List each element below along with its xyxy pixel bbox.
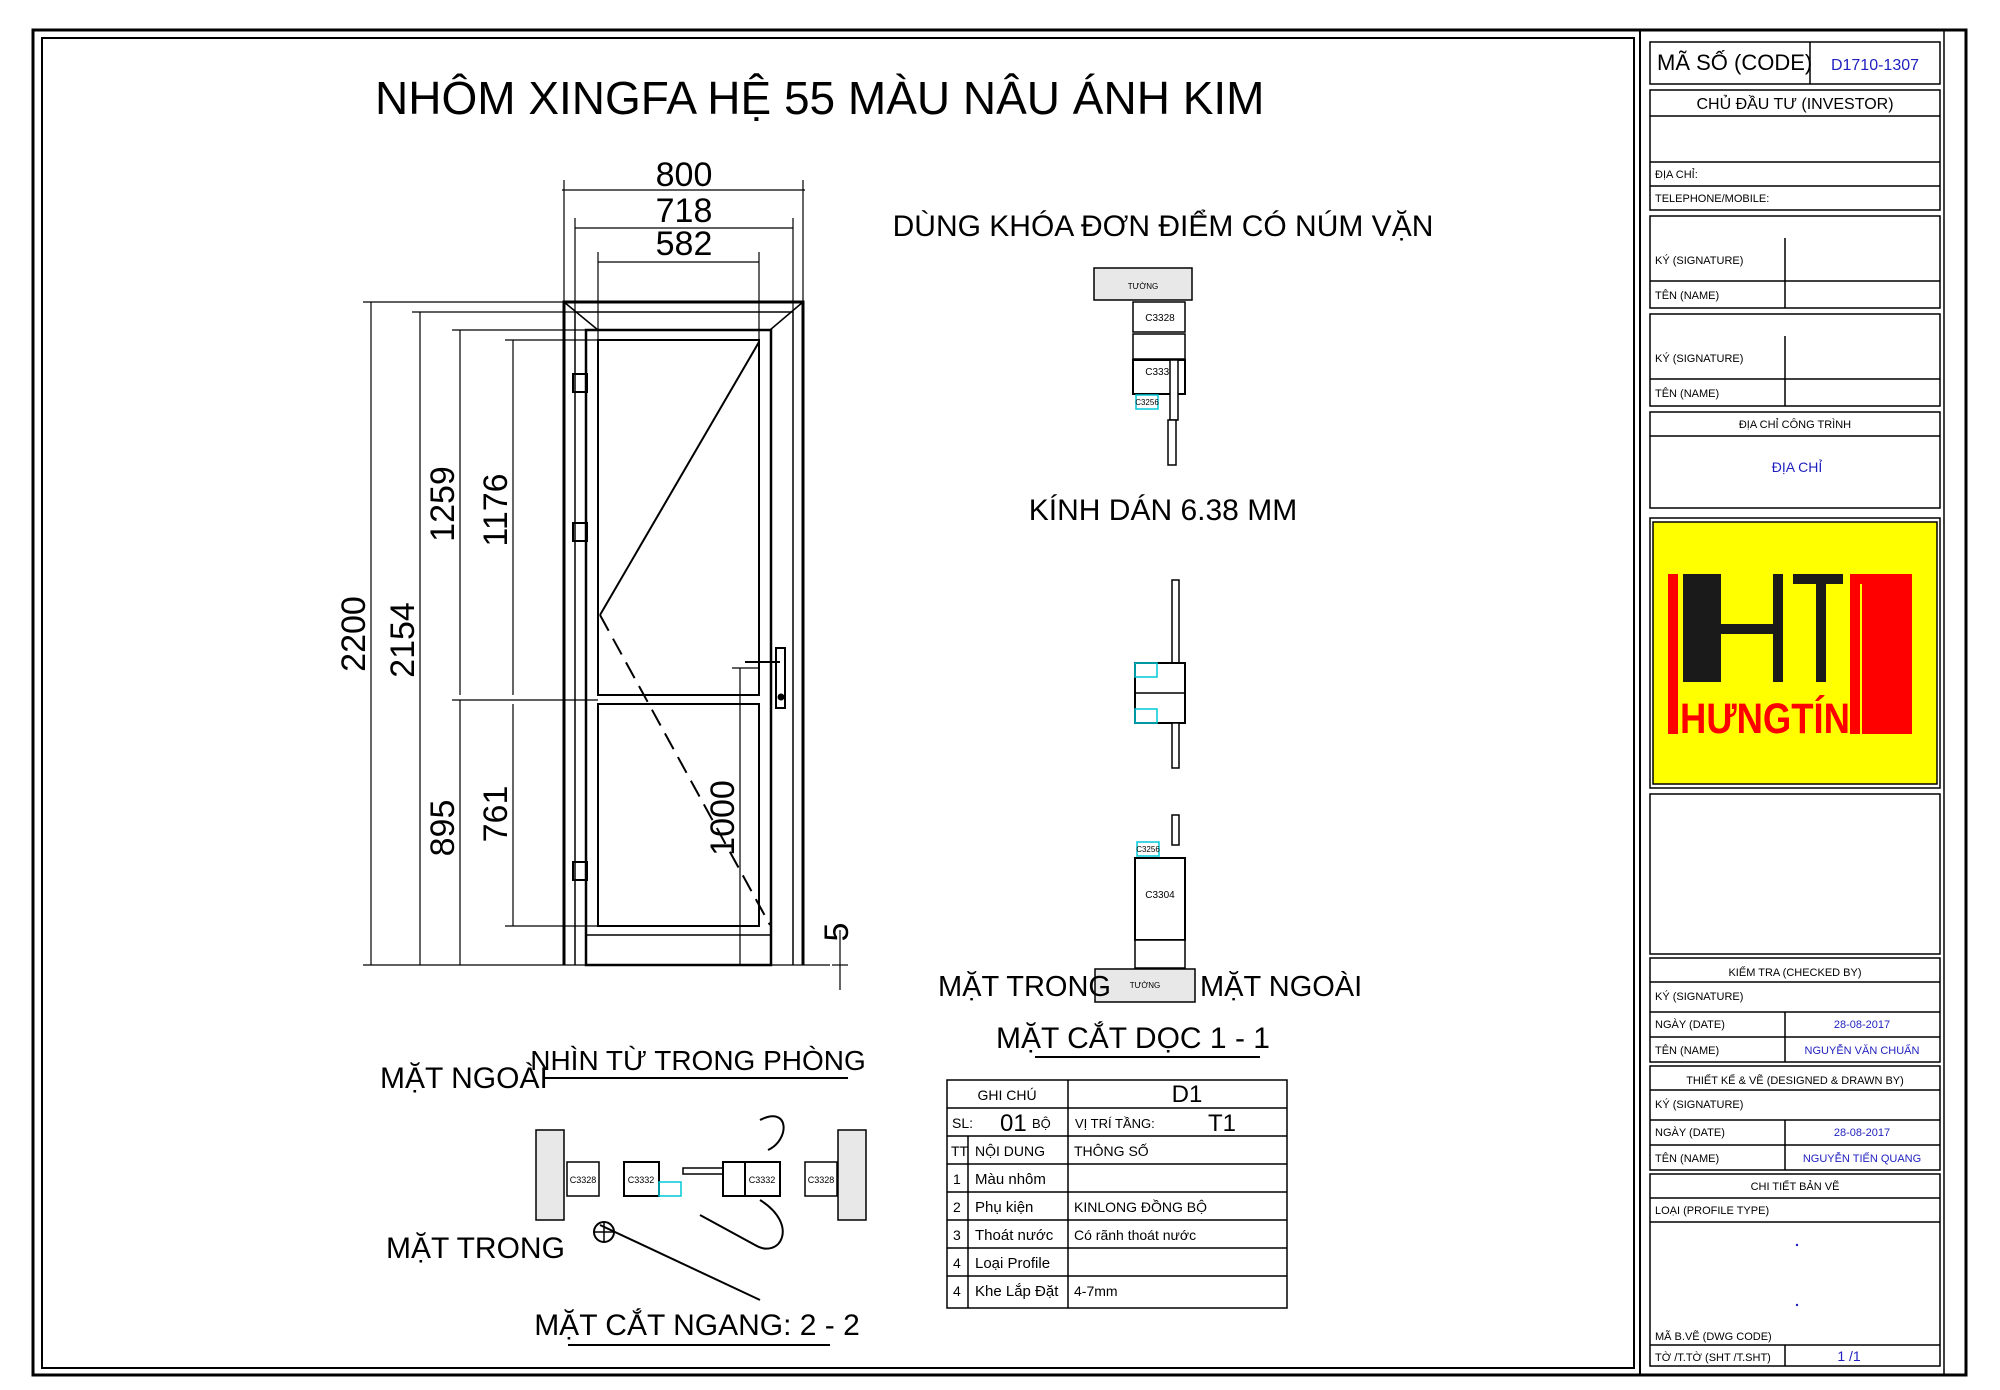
- view-from-label: NHÌN TỪ TRONG PHÒNG: [530, 1045, 866, 1076]
- inside-label-left: MẶT TRONG: [386, 1232, 565, 1265]
- outer-border: [31, 28, 1968, 1377]
- spec-row-content: Khe Lắp Đặt: [975, 1283, 1059, 1300]
- tb-d-name-label: TÊN (NAME): [1655, 1152, 1719, 1165]
- spec-position-label: VỊ TRÍ TẦNG:: [1075, 1116, 1155, 1131]
- spec-position-value: T1: [1208, 1110, 1236, 1137]
- dim-895: 895: [424, 800, 462, 857]
- spec-row-tt: 2: [953, 1199, 961, 1215]
- glass-note: KÍNH DÁN 6.38 MM: [1029, 494, 1297, 527]
- spec-row-tt: 3: [953, 1227, 961, 1243]
- spec-row-tt: 1: [953, 1171, 961, 1187]
- dimension-lines: [363, 180, 848, 990]
- tb-c-date: 28-08-2017: [1834, 1019, 1890, 1031]
- spec-row-tt: 4: [953, 1283, 961, 1299]
- tb-investor: CHỦ ĐẦU TƯ (INVESTOR): [1696, 94, 1893, 113]
- horizontal-section: C3328 C3332 C3332 C3328: [535, 1115, 867, 1301]
- spec-code: D1: [1172, 1081, 1203, 1108]
- tb-sheet-value: 1 /1: [1837, 1348, 1861, 1364]
- dim-5: 5: [818, 923, 856, 942]
- vertical-section-bottom: C3256 C3304 TƯỜNG: [1094, 814, 1196, 1003]
- spec-row-content: Thoát nước: [975, 1227, 1054, 1244]
- section-h-title: MẶT CẮT NGANG: 2 - 2: [534, 1308, 860, 1342]
- tb-profile-type: LOẠI (PROFILE TYPE): [1655, 1205, 1769, 1217]
- tb-d-sig: KÝ (SIGNATURE): [1655, 1098, 1743, 1111]
- spec-sl-label: SL:: [952, 1115, 973, 1131]
- tb-c-name-label: TÊN (NAME): [1655, 1044, 1719, 1057]
- spec-sl-unit: BỘ: [1032, 1116, 1051, 1131]
- tb-designed: THIẾT KẾ & VẼ (DESIGNED & DRAWN BY): [1686, 1074, 1904, 1087]
- outside-label-right: MẶT NGOÀI: [1200, 970, 1362, 1003]
- dim-1259: 1259: [424, 466, 462, 542]
- spec-rows: 1 Màu nhôm 2 Phụ kiện KINLONG ĐỒNG BỘ 3 …: [953, 1171, 1207, 1300]
- spec-row-value: KINLONG ĐỒNG BỘ: [1074, 1198, 1207, 1215]
- spec-note-label: GHI CHÚ: [977, 1087, 1036, 1103]
- tb-sig2: KÝ (SIGNATURE): [1655, 352, 1743, 365]
- tb-name1: TÊN (NAME): [1655, 289, 1719, 302]
- svg-text:TƯỜNG: TƯỜNG: [1128, 282, 1159, 291]
- tb-sig1: KÝ (SIGNATURE): [1655, 254, 1743, 267]
- tb-d-name: NGUYỄN TIẾN QUANG: [1803, 1152, 1921, 1165]
- svg-text:C3332: C3332: [1145, 367, 1175, 378]
- spec-table: [946, 1079, 1288, 1309]
- svg-text:C3328: C3328: [808, 1175, 835, 1185]
- spec-head-value: THÔNG SỐ: [1074, 1142, 1149, 1159]
- outside-label-left: MẶT NGOÀI: [380, 1062, 548, 1095]
- section-v-title: MẶT CẮT DỌC 1 - 1: [996, 1021, 1270, 1055]
- spec-row-content: Phụ kiện: [975, 1199, 1033, 1216]
- tb-site-value: ĐỊA CHỈ: [1772, 459, 1823, 475]
- dim-718: 718: [656, 192, 713, 230]
- tb-c-date-label: NGÀY (DATE): [1655, 1018, 1725, 1031]
- tb-site-label: ĐỊA CHỈ CÔNG TRÌNH: [1739, 418, 1851, 431]
- tb-address: ĐỊA CHỈ:: [1655, 168, 1698, 181]
- svg-text:C3332: C3332: [628, 1175, 655, 1185]
- tb-sheet-label: TỜ /T.TỜ (SHT /T.SHT): [1655, 1351, 1771, 1364]
- svg-text:C3328: C3328: [1145, 313, 1175, 324]
- tb-dwg-code: MÃ B.VẼ (DWG CODE): [1655, 1330, 1772, 1343]
- svg-text:C3256: C3256: [1136, 845, 1160, 854]
- tb-d-date: 28-08-2017: [1834, 1127, 1890, 1139]
- dim-1000: 1000: [704, 780, 742, 856]
- svg-text:C3328: C3328: [570, 1175, 597, 1185]
- tb-name2: TÊN (NAME): [1655, 387, 1719, 400]
- spec-head-content: NỘI DUNG: [975, 1143, 1045, 1159]
- lock-note: DÙNG KHÓA ĐƠN ĐIỂM CÓ NÚM VẶN: [893, 209, 1434, 243]
- tb-checked: KIỂM TRA (CHECKED BY): [1728, 966, 1861, 979]
- title-block: [1649, 41, 1941, 1367]
- tb-c-sig: KÝ (SIGNATURE): [1655, 990, 1743, 1003]
- vertical-section-mid: [1134, 579, 1186, 769]
- dim-761: 761: [477, 786, 515, 843]
- dim-2154: 2154: [384, 602, 422, 678]
- spec-sl-value: 01: [1000, 1110, 1027, 1137]
- dim-582: 582: [656, 225, 713, 263]
- drawing-title: NHÔM XINGFA HỆ 55 MÀU NÂU ÁNH KIM: [375, 72, 1264, 124]
- dim-2200: 2200: [335, 596, 373, 672]
- spec-row-content: Màu nhôm: [975, 1171, 1046, 1188]
- tb-detail: CHI TIẾT BẢN VẼ: [1751, 1180, 1840, 1193]
- dim-1176: 1176: [477, 473, 515, 546]
- tb-code-label: MÃ SỐ (CODE): [1657, 49, 1812, 75]
- company-logo: HƯNGTÍN: [1652, 521, 1938, 785]
- spec-row-content: Loại Profile: [975, 1255, 1050, 1272]
- vertical-section-top: TƯỜNG C3328 C3332 C3256: [1093, 267, 1193, 466]
- spec-head-tt: TT: [951, 1143, 969, 1159]
- tb-phone: TELEPHONE/MOBILE:: [1655, 193, 1769, 205]
- drawing-frame: [41, 37, 1635, 1369]
- svg-text:TƯỜNG: TƯỜNG: [1130, 981, 1161, 990]
- door-elevation: [562, 300, 805, 967]
- logo-text: HƯNGTÍN: [1680, 695, 1850, 743]
- tb-c-name: NGUYỄN VĂN CHUẨN: [1805, 1044, 1920, 1057]
- tb-d-date-label: NGÀY (DATE): [1655, 1126, 1725, 1139]
- svg-text:C3304: C3304: [1145, 890, 1175, 901]
- svg-text:C3332: C3332: [749, 1175, 776, 1185]
- inside-label-right: MẶT TRONG: [938, 970, 1111, 1003]
- dim-800: 800: [656, 156, 713, 194]
- spec-row-value: 4-7mm: [1074, 1283, 1118, 1299]
- spec-row-value: Có rãnh thoát nước: [1074, 1227, 1196, 1243]
- spec-row-tt: 4: [953, 1255, 961, 1271]
- tb-code-value: D1710-1307: [1831, 57, 1919, 74]
- svg-text:C3256: C3256: [1135, 398, 1159, 407]
